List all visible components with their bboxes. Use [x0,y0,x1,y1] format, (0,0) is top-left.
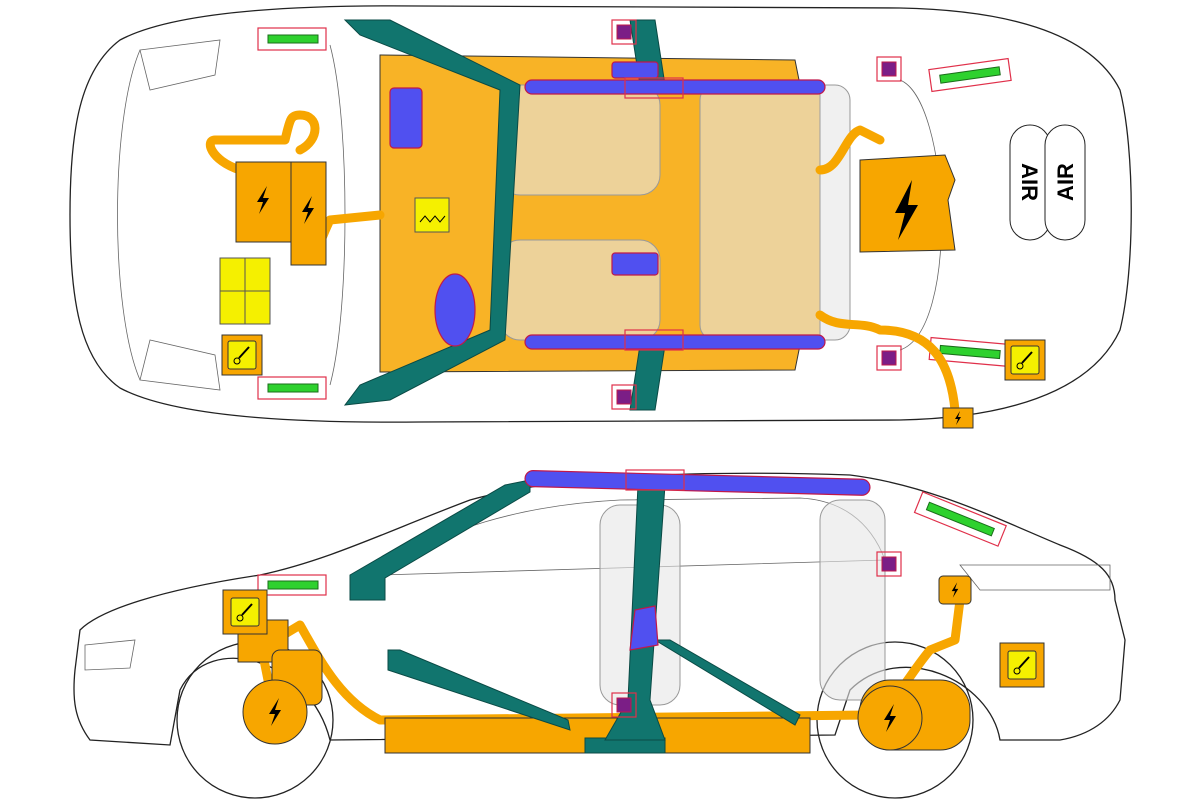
top-view: AIR AIR [69,5,1132,429]
fuse-box-side-rear [999,642,1045,688]
top-headlight-left [139,39,221,91]
gas-generators-top [611,19,902,410]
curtain-airbag-left [524,79,826,95]
hv-front-module [235,161,327,266]
airbag-steering [434,273,476,347]
a-pillar-side [349,479,531,601]
air-label-left: AIR [1017,163,1042,201]
hv-front-motor-side [237,619,323,745]
fuse-box-top-front [221,334,263,376]
curtain-airbag-side [524,470,871,496]
seat-side-rear [819,499,886,701]
fuse-box-side-front [222,589,268,635]
hv-connector-icon [414,197,450,233]
airbag-dashboard [389,87,423,149]
hv-rear-motor-side [857,679,971,751]
fuse-box-top-rear [1004,339,1046,381]
hv-service-disconnect-side [938,575,972,605]
gas-generators-side [611,551,902,718]
side-airbag [629,605,659,651]
hv-rear-motor [859,154,956,253]
door-beam-front [387,649,571,731]
door-beam-rear [653,639,801,726]
headlight [84,639,136,671]
low-voltage-battery-top [219,257,271,325]
curtain-airbag-generator-box [625,469,685,491]
gas-struts-side [257,491,1007,596]
seat-front-left [499,84,661,196]
air-label-right: AIR [1053,163,1078,201]
side-view [73,469,1126,799]
top-headlight-right [139,339,221,391]
gas-generator-box-right [624,329,684,351]
airbag-center [611,252,659,276]
hv-cable-rear [815,125,960,415]
taillight [959,564,1111,591]
curtain-airbag-right [524,334,826,350]
air-suspension-markers: AIR AIR [1009,124,1086,241]
top-body-outline [69,5,1132,423]
seat-rear [699,84,851,341]
hv-service-disconnect-top [942,407,974,429]
top-hood-line [117,49,141,381]
airbag-seat [611,61,659,79]
a-pillar-reinforcement [343,19,521,406]
gas-generator-box-left [624,77,684,99]
